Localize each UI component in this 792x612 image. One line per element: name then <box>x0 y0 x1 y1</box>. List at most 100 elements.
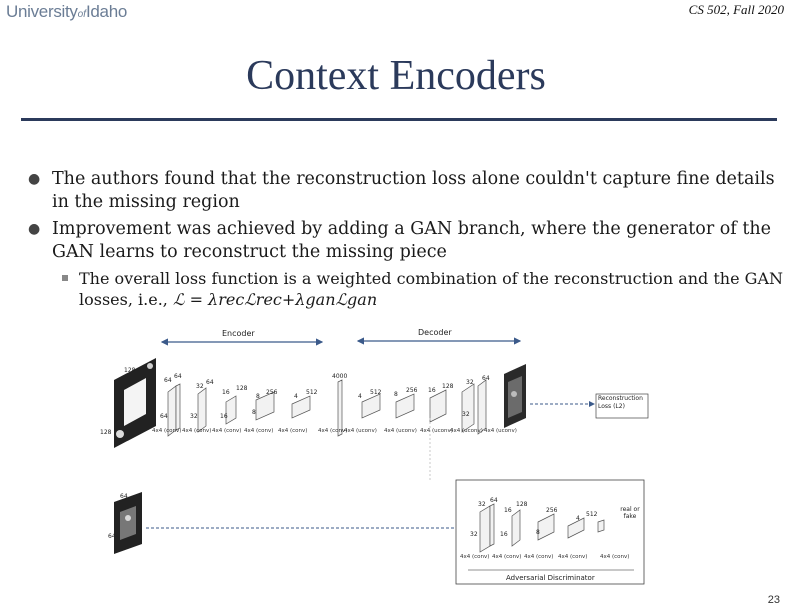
dim-label: 32 <box>478 501 486 508</box>
encoder-block <box>291 395 311 419</box>
sub-bullet-item: The overall loss function is a weighted … <box>24 268 784 310</box>
op-label: 4x4 (conv) <box>558 554 587 560</box>
dim-label: 8 <box>252 409 256 416</box>
op-label: 4x4 (uconv) <box>420 428 453 434</box>
dim-label: 128 <box>124 367 136 374</box>
dim-label: 32 <box>462 411 470 418</box>
logo-of: of <box>77 9 86 20</box>
encoder-label: Encoder <box>222 329 255 338</box>
recon-loss-box <box>595 393 649 419</box>
dim-label: 64 <box>490 497 498 504</box>
dim-label: 64 <box>164 377 172 384</box>
decoder-block <box>477 379 487 435</box>
op-label: 4x4 (conv) <box>182 428 211 434</box>
dim-label: 128 <box>100 429 112 436</box>
dim-label: 64 <box>482 375 490 382</box>
op-label: 4x4 (uconv) <box>450 428 483 434</box>
dim-label: 256 <box>546 507 558 514</box>
context-encoder-diagram: Encoder Decoder 128 128 64 64 64 64 32 3… <box>100 322 660 588</box>
encoder-block <box>175 383 181 431</box>
logo-idaho: Idaho <box>85 2 128 21</box>
disc-block <box>511 509 521 547</box>
op-label: 4x4 (conv) <box>600 554 629 560</box>
discriminator-label: Adversarial Discriminator <box>506 574 595 582</box>
decoder-label: Decoder <box>418 328 452 337</box>
slide-title: Context Encoders <box>246 53 546 99</box>
dim-label: 4 <box>294 393 298 400</box>
op-label: 4x4 (conv) <box>278 428 307 434</box>
decoder-block <box>361 393 381 419</box>
encoder-block <box>255 391 275 421</box>
dim-label: 512 <box>586 511 598 518</box>
op-label: 4x4 (conv) <box>318 428 347 434</box>
dim-label: 64 <box>160 413 168 420</box>
course-label: CS 502, Fall 2020 <box>688 2 784 17</box>
dim-label: 64 <box>174 373 182 380</box>
dim-label: 32 <box>470 531 478 538</box>
architecture-figure: Encoder Decoder 128 128 64 64 64 64 32 3… <box>100 328 649 585</box>
dim-label: 16 <box>504 507 512 514</box>
dim-label: 16 <box>220 413 228 420</box>
op-label: 4x4 (conv) <box>492 554 521 560</box>
dim-label: 32 <box>196 383 204 390</box>
dim-label: 16 <box>500 531 508 538</box>
dim-label: 512 <box>306 389 318 396</box>
dim-label: 32 <box>466 379 474 386</box>
sub-bullet-text: The overall loss function is a weighted … <box>79 269 783 309</box>
dim-label: 512 <box>370 389 382 396</box>
bullet-dot-icon: ● <box>28 171 41 187</box>
square-bullet-icon <box>62 275 68 281</box>
disc-block <box>567 517 585 539</box>
encoder-block <box>197 387 207 433</box>
op-label: 4x4 (uconv) <box>484 428 517 434</box>
disc-block <box>537 513 555 541</box>
dim-label: 128 <box>442 383 454 390</box>
bottleneck-block <box>337 379 343 437</box>
op-label: 4x4 (conv) <box>212 428 241 434</box>
op-label: 4x4 (conv) <box>524 554 553 560</box>
title-rule <box>21 118 777 121</box>
bullet-item: ● Improvement was achieved by adding a G… <box>24 218 784 264</box>
dim-label: 16 <box>222 389 230 396</box>
real-or-fake-label: real or fake <box>620 506 640 520</box>
decoder-block <box>395 393 415 419</box>
dim-label: 64 <box>108 533 116 540</box>
input-image <box>114 358 156 448</box>
logo-university: University <box>6 2 78 21</box>
bullet-item: ● The authors found that the reconstruct… <box>24 168 784 214</box>
university-logo: UniversityofIdaho <box>6 2 127 22</box>
encoder-block <box>225 395 237 425</box>
disc-block <box>479 505 491 553</box>
disc-block <box>489 503 495 547</box>
dim-label: 128 <box>236 385 248 392</box>
dim-label: 64 <box>120 493 128 500</box>
predicted-patch-image <box>114 492 142 554</box>
dim-label: 4 <box>358 393 362 400</box>
dim-label: 128 <box>516 501 528 508</box>
decoder-block <box>461 383 475 433</box>
op-label: 4x4 (conv) <box>152 428 181 434</box>
bullet-dot-icon: ● <box>28 221 41 237</box>
disc-block <box>597 519 605 533</box>
op-label: 4x4 (uconv) <box>384 428 417 434</box>
op-label: 4x4 (conv) <box>244 428 273 434</box>
dim-label: 32 <box>190 413 198 420</box>
bullet-text: Improvement was achieved by adding a GAN… <box>52 219 772 262</box>
bullet-text: The authors found that the reconstructio… <box>52 169 775 212</box>
op-label: 4x4 (uconv) <box>344 428 377 434</box>
decoder-block <box>429 389 447 423</box>
dim-label: 64 <box>206 379 214 386</box>
op-label: 4x4 (conv) <box>460 554 489 560</box>
dim-label: 16 <box>428 387 436 394</box>
dim-label: 4000 <box>332 373 347 380</box>
dim-label: 8 <box>394 391 398 398</box>
page-number: 23 <box>767 594 780 606</box>
dim-label: 256 <box>406 387 418 394</box>
recon-loss-label: Reconstruction Loss (L2) <box>598 395 643 410</box>
dim-label: 256 <box>266 389 278 396</box>
dim-label: 8 <box>256 393 260 400</box>
dim-label: 4 <box>576 515 580 522</box>
output-image <box>504 364 526 428</box>
dim-label: 8 <box>536 529 540 536</box>
loss-formula: ℒ = λrecℒrec+λganℒgan <box>172 290 378 309</box>
